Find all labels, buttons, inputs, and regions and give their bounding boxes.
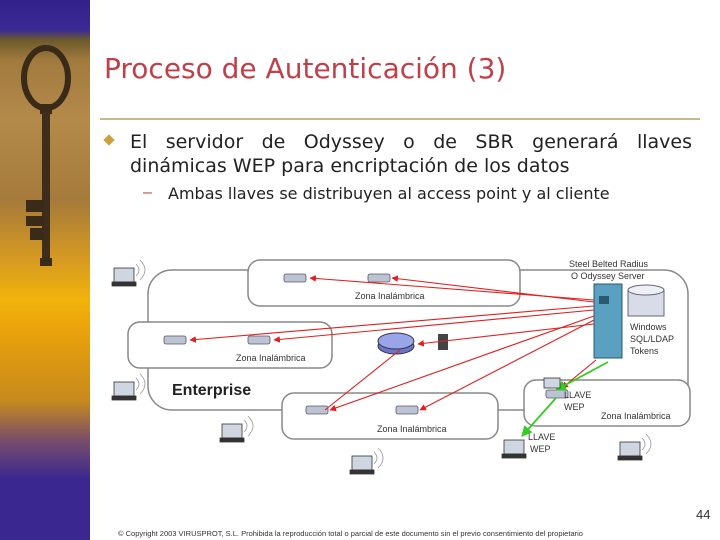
bullet-text: El servidor de Odyssey o de SBR generará… xyxy=(130,131,692,177)
zone-bottom-area xyxy=(281,392,499,440)
antique-key-icon xyxy=(21,45,71,266)
server-label-line2: O Odyssey Server xyxy=(571,271,645,281)
signal-waves-icon xyxy=(135,259,652,469)
zone-right-label: Zona Inalámbrica xyxy=(601,411,671,421)
wep-key-client-label-line2: WEP xyxy=(530,444,551,454)
sub-bullet-text: Ambas llaves se distribuyen al access po… xyxy=(168,184,610,203)
wep-key-arrows xyxy=(521,361,609,437)
wep-key-ap-label-line2: WEP xyxy=(564,402,585,412)
copyright-footer: © Copyright 2003 VIRUSPROT, S.L. Prohibi… xyxy=(118,529,583,538)
enterprise-label: Enterprise xyxy=(172,382,252,399)
database-icon xyxy=(627,284,665,317)
bullet-diamond-icon xyxy=(103,134,115,146)
key-distribution-arrows xyxy=(189,275,597,412)
page-title: Proceso de Autenticación (3) xyxy=(104,52,507,85)
db-label-line3: Tokens xyxy=(630,346,659,356)
access-point-icon xyxy=(163,273,569,415)
db-label-line2: SQL/LDAP xyxy=(630,334,675,344)
zone-left-area xyxy=(127,321,333,369)
zone-top-label: Zona Inalámbrica xyxy=(355,291,425,301)
sub-bullet-dash: – xyxy=(143,184,152,201)
left-decor-band xyxy=(0,0,90,540)
wep-key-ap-label-line1: LLAVE xyxy=(564,390,592,400)
server-label-line1: Steel Belted Radius xyxy=(569,259,649,269)
network-diagram xyxy=(111,259,691,475)
server-icon xyxy=(593,283,623,359)
wep-key-client-label-line1: LLAVE xyxy=(528,432,556,442)
zone-bottom-label: Zona Inalámbrica xyxy=(377,424,447,434)
zone-left-label: Zona Inalámbrica xyxy=(236,353,306,363)
switch-icon xyxy=(438,334,448,350)
db-label-line1: Windows xyxy=(630,322,667,332)
page-number: 44 xyxy=(696,507,711,522)
title-divider xyxy=(100,118,700,120)
zone-top-area xyxy=(247,259,521,307)
router-icon xyxy=(377,332,415,355)
laptop-icon xyxy=(111,267,643,475)
